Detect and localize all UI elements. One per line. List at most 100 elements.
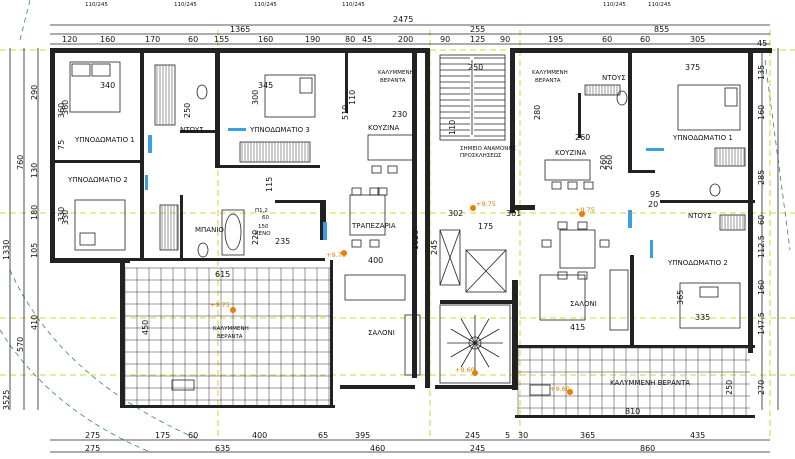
- dining-table-icon: [349, 194, 386, 236]
- svg-text:250: 250: [468, 63, 483, 72]
- dim-right: 160: [757, 105, 766, 120]
- left-dimensions: 1330 3525 570 290 760 130 180 105 410 36…: [2, 48, 66, 410]
- dim-left: 3525: [2, 390, 11, 410]
- dim-left: 1330: [2, 240, 11, 260]
- level-marker-icon: [567, 389, 573, 395]
- dim-top: 60: [640, 35, 650, 44]
- level-marker-icon: [230, 307, 236, 313]
- svg-text:365: 365: [676, 290, 685, 305]
- svg-text:810: 810: [625, 407, 640, 416]
- walls-left: [50, 48, 430, 408]
- svg-text:175: 175: [478, 222, 493, 231]
- svg-text:302: 302: [448, 209, 463, 218]
- room-label: ΜΠΑΝΙΟ: [195, 226, 224, 234]
- svg-text:330: 330: [61, 210, 70, 225]
- window-tag: 110/245: [174, 2, 197, 8]
- dim-top: 60: [188, 35, 198, 44]
- dim-top: 120: [62, 35, 77, 44]
- svg-text:110: 110: [348, 90, 357, 105]
- room-label: ΣΑΛΟΝΙ: [368, 329, 395, 337]
- window-tags: 110/245 110/245 110/245 110/245 110/245 …: [85, 2, 671, 8]
- dim-top: 90: [500, 35, 510, 44]
- level-marker-icon: [470, 205, 476, 211]
- window-tag: 110/245: [603, 2, 626, 8]
- dim-bottom: 435: [690, 431, 705, 440]
- dim-left: 290: [30, 85, 39, 100]
- dim-left: 105: [30, 243, 39, 258]
- dim-top: 160: [258, 35, 273, 44]
- sofa-icon: [404, 314, 421, 376]
- room-label: ΒΕΡΑΝΤΑ: [380, 78, 406, 84]
- walls-right: [435, 48, 772, 418]
- plant-icon: [439, 304, 511, 384]
- room-label: ΝΤΟΥΣ: [688, 212, 712, 220]
- dim-bottom: 460: [370, 444, 385, 453]
- dim-bottom: 635: [215, 444, 230, 453]
- dim-bottom: 400: [252, 431, 267, 440]
- svg-text:45: 45: [757, 39, 767, 48]
- dim-top-mid: 855: [654, 25, 669, 34]
- svg-text:260: 260: [575, 133, 590, 142]
- kitchen-island-icon: [544, 159, 591, 181]
- sofa-icon: [609, 269, 629, 331]
- dim-bottom: 860: [640, 444, 655, 453]
- svg-text:+9.60: +9.60: [550, 385, 570, 393]
- svg-text:+9.75: +9.75: [326, 251, 346, 259]
- dim-left: 360: [57, 103, 66, 118]
- dim-top: 160: [100, 35, 115, 44]
- dim-total-width: 2475: [393, 15, 413, 24]
- toilet-icon: [197, 242, 209, 258]
- dim-top: 200: [398, 35, 413, 44]
- room-label: ΚΟΥΖΙΝΑ: [368, 124, 399, 132]
- room-label: ΚΑΛΥΜΜΕΝΗ: [213, 326, 249, 332]
- dim-top: 60: [602, 35, 612, 44]
- toilet-icon: [709, 183, 721, 197]
- dim-right: 60: [757, 215, 766, 225]
- level-marker-icon: [472, 370, 478, 376]
- dim-top: 125: [470, 35, 485, 44]
- dim-bottom: 275: [85, 444, 100, 453]
- dim-bottom: 275: [85, 431, 100, 440]
- sofa-icon: [539, 274, 586, 321]
- right-dimensions: 135 160 285 60 112.5 160 147.5 270: [757, 48, 779, 410]
- staircase: [439, 54, 506, 141]
- room-label: ΥΠΝΟΔΩΜΑΤΙΟ 1: [672, 134, 733, 142]
- room-label: ΚΕΝΟ: [255, 231, 271, 237]
- room-label: ΒΕΡΑΝΤΑ: [535, 78, 561, 84]
- dim-left: 75: [57, 140, 66, 150]
- svg-text:450: 450: [141, 320, 150, 335]
- svg-text:510: 510: [341, 105, 350, 120]
- dim-bottom: 65: [318, 431, 328, 440]
- dim-left: 760: [16, 155, 25, 170]
- dining-table-icon: [559, 229, 596, 269]
- svg-text:235: 235: [275, 237, 290, 246]
- svg-text:245: 245: [430, 240, 439, 255]
- room-label: ΚΟΥΖΙΝΑ: [555, 149, 586, 157]
- dim-left: 330: [57, 207, 66, 222]
- kitchen-island-icon: [367, 134, 414, 161]
- dim-top: 305: [690, 35, 705, 44]
- room-labels: ΥΠΝΟΔΩΜΑΤΙΟ 1 ΥΠΝΟΔΩΜΑΤΙΟ 2 ΥΠΝΟΔΩΜΑΤΙΟ …: [67, 70, 733, 387]
- room-label: ΠΡΟΣΚΛΗΣΕΩΣ: [460, 153, 502, 159]
- room-dimensions: 340 360 330 345 300 250 230 110 510 60 1…: [61, 39, 767, 416]
- room-label: ΚΑΛΥΜΜΕΝΗ ΒΕΡΑΝΤΑ: [610, 379, 690, 387]
- svg-text:220: 220: [251, 230, 260, 245]
- room-label: ΤΡΑΠΕΖΑΡΙΑ: [351, 222, 396, 230]
- bed-icon: [74, 199, 126, 251]
- room-label: ΝΤΟΥΣ: [180, 126, 204, 134]
- dim-right: 135: [757, 65, 766, 80]
- sofa-icon: [344, 274, 406, 301]
- dim-bottom: 395: [355, 431, 370, 440]
- room-label: ΥΠΝΟΔΩΜΑΤΙΟ 1: [74, 136, 135, 144]
- svg-text:375: 375: [685, 63, 700, 72]
- dim-top: 195: [548, 35, 563, 44]
- dim-top: 90: [440, 35, 450, 44]
- room-label: ΚΑΛΥΜΜΕΝΗ: [532, 70, 568, 76]
- svg-text:115: 115: [265, 177, 274, 192]
- dim-top: 80: [345, 35, 355, 44]
- toilet-icon: [196, 84, 208, 100]
- elevator-shaft: [439, 229, 507, 293]
- dim-bottom: 175: [155, 431, 170, 440]
- dim-bottom: 245: [470, 444, 485, 453]
